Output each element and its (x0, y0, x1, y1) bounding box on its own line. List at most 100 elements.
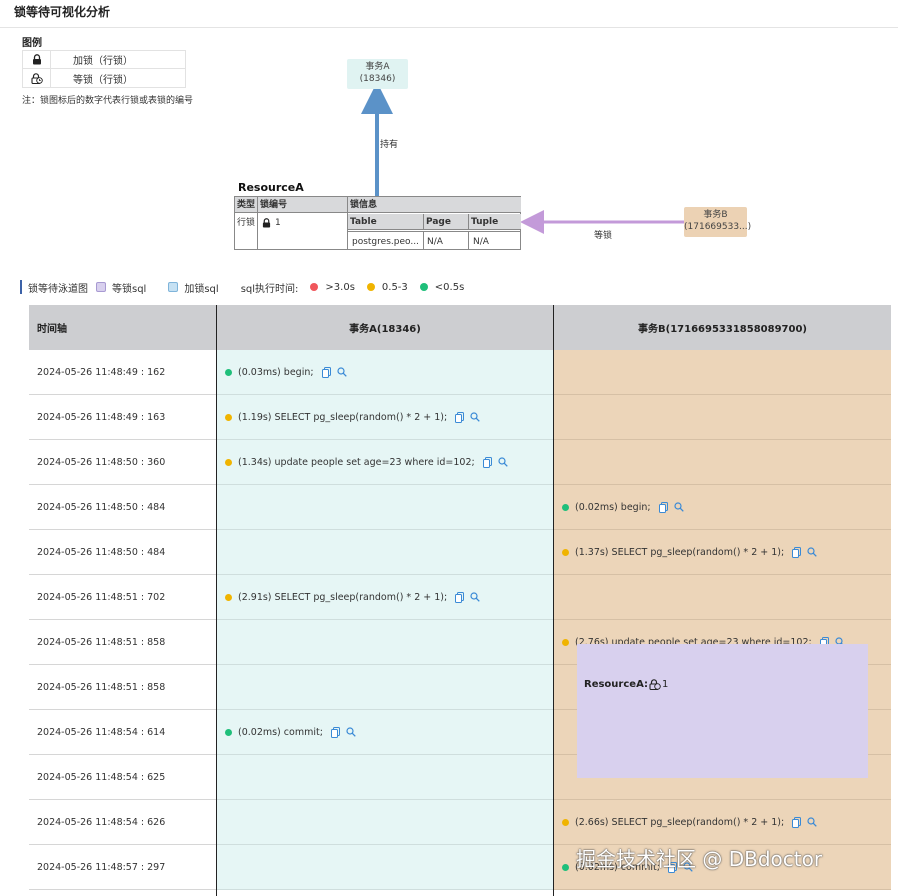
copy-icon[interactable] (482, 456, 492, 468)
search-icon[interactable] (346, 727, 356, 737)
timestamp: 2024-05-26 11:48:50 : 484 (37, 546, 166, 558)
time-cell: 2024-05-26 11:48:50 : 484 (29, 485, 216, 530)
exec-time-dot (225, 593, 232, 601)
copy-icon[interactable] (658, 501, 668, 513)
search-icon[interactable] (807, 547, 817, 557)
slow-label: >3.0s (325, 281, 355, 293)
watermark: 掘金技术社区 @ DBdoctor (576, 847, 823, 871)
copy-icon[interactable] (321, 366, 331, 378)
lock-icon (23, 51, 51, 68)
fast-dot (419, 283, 428, 291)
search-icon[interactable] (807, 817, 817, 827)
lane-cell-b (554, 575, 891, 620)
exec-time-dot (562, 818, 569, 826)
res-cell-tuple: N/A (473, 237, 489, 247)
timestamp: 2024-05-26 11:48:57 : 297 (37, 861, 166, 873)
lane-cell-b (554, 440, 891, 485)
sql-statement: (2.91s) SELECT pg_sleep(random() * 2 + 1… (238, 591, 448, 603)
sql-statement: (2.66s) SELECT pg_sleep(random() * 2 + 1… (575, 816, 785, 828)
res-header-table: Table (348, 214, 424, 230)
tx-a-name: 事务A (365, 62, 390, 72)
timestamp: 2024-05-26 11:48:49 : 162 (37, 366, 166, 378)
header-tx-b: 事务B(1716695331858089700) (554, 305, 891, 350)
time-cell: 2024-05-26 11:48:57 : 297 (29, 845, 216, 890)
legend-table: 加锁（行锁） 等锁（行锁） (22, 50, 186, 88)
wait-lock-icon (23, 69, 51, 87)
page-title: 锁等待可视化分析 (14, 5, 111, 19)
copy-icon[interactable] (455, 411, 465, 423)
lane-cell-b: (0.02ms) commit; (554, 845, 891, 890)
sql-statement: (0.03ms) begin; (238, 366, 314, 378)
search-icon[interactable] (673, 502, 684, 512)
lane-divider-b (553, 305, 554, 896)
search-icon[interactable] (470, 412, 480, 422)
search-icon[interactable] (498, 457, 508, 467)
time-cell: 2024-05-26 11:48:51 : 858 (29, 665, 216, 710)
legend-wait-label: 等锁（行锁） (73, 74, 133, 86)
copy-icon[interactable] (330, 726, 340, 738)
lane-cell-a (217, 620, 553, 665)
lane-divider-a (216, 305, 217, 896)
timestamp: 2024-05-26 11:48:51 : 702 (37, 591, 166, 603)
time-cell: 2024-05-26 11:48:54 : 614 (29, 710, 216, 755)
lane-cell-a (217, 665, 553, 710)
wait-lock-icon (649, 679, 661, 690)
lock-sql-label: 加锁sql (184, 283, 219, 295)
res-cell-type: 行锁 (237, 218, 256, 228)
timeline-title: 锁等待泳道图 (28, 283, 88, 295)
timestamp: 2024-05-26 11:48:54 : 626 (37, 816, 166, 828)
time-cell: 2024-05-26 11:48:51 : 702 (29, 575, 216, 620)
res-header-page: Page (424, 214, 469, 230)
lock-icon (262, 218, 271, 228)
legend-row-lock: 加锁（行锁） (23, 51, 185, 69)
exec-time-label: sql执行时间: (240, 283, 299, 295)
sql-statement: (0.02ms) commit; (238, 726, 323, 738)
lane-cell-b (554, 350, 891, 395)
exec-time-dot (562, 548, 569, 556)
lane-cell-a (217, 845, 553, 890)
lane-cell-b: (2.66s) SELECT pg_sleep(random() * 2 + 1… (554, 800, 891, 845)
time-cell: 2024-05-26 11:48:50 : 484 (29, 530, 216, 575)
timestamp: 2024-05-26 11:48:50 : 484 (37, 501, 166, 513)
res-cell-page: N/A (427, 237, 443, 247)
lane-cell-a: (1.34s) update people set age=23 where i… (217, 440, 553, 485)
timestamp: 2024-05-26 11:48:50 : 360 (37, 456, 166, 468)
exec-time-dot (225, 368, 232, 376)
header-tx-a: 事务A(18346) (217, 305, 553, 350)
time-cell: 2024-05-26 11:48:50 : 360 (29, 440, 216, 485)
time-cell: 2024-05-26 11:48:54 : 625 (29, 755, 216, 800)
lane-cell-a: (0.03ms) begin; (217, 350, 553, 395)
wait-sql-swatch (96, 282, 106, 292)
title-divider (0, 27, 898, 28)
res-lock-no: 1 (275, 218, 281, 228)
copy-icon[interactable] (792, 816, 802, 828)
wait-sql-label: 等锁sql (112, 283, 147, 295)
search-icon[interactable] (470, 592, 480, 602)
res-header-type: 类型 (235, 197, 258, 213)
exec-time-dot (562, 638, 569, 646)
legend-row-wait: 等锁（行锁） (23, 69, 185, 87)
timestamp: 2024-05-26 11:48:51 : 858 (37, 636, 166, 648)
graph-node-tx-a[interactable]: 事务A (18346) (347, 59, 408, 89)
wait-region[interactable] (577, 644, 868, 778)
search-icon[interactable] (683, 862, 693, 872)
copy-icon[interactable] (792, 546, 802, 558)
graph-node-tx-b[interactable]: 事务B (171669533...) (684, 207, 752, 237)
lane-cell-a (217, 530, 553, 575)
sql-statement: (1.37s) SELECT pg_sleep(random() * 2 + 1… (575, 546, 785, 558)
timestamp: 2024-05-26 11:48:54 : 614 (37, 726, 166, 738)
copy-icon[interactable] (455, 591, 465, 603)
exec-time-dot (562, 863, 569, 871)
section-marker (20, 280, 22, 294)
exec-time-dot (225, 728, 232, 736)
search-icon[interactable] (336, 367, 347, 377)
timestamp: 2024-05-26 11:48:51 : 858 (37, 681, 166, 693)
lane-cell-a: (0.02ms) commit; (217, 710, 553, 755)
tx-b-id: (171669533...) (684, 222, 752, 232)
copy-icon[interactable] (667, 861, 677, 873)
sql-statement: (0.02ms) begin; (575, 501, 651, 513)
lane-cell-a (217, 800, 553, 845)
sql-statement: (1.34s) update people set age=23 where i… (238, 456, 475, 468)
res-cell-lock-no: 1 (260, 215, 281, 231)
legend-lock-label: 加锁（行锁） (73, 56, 133, 67)
